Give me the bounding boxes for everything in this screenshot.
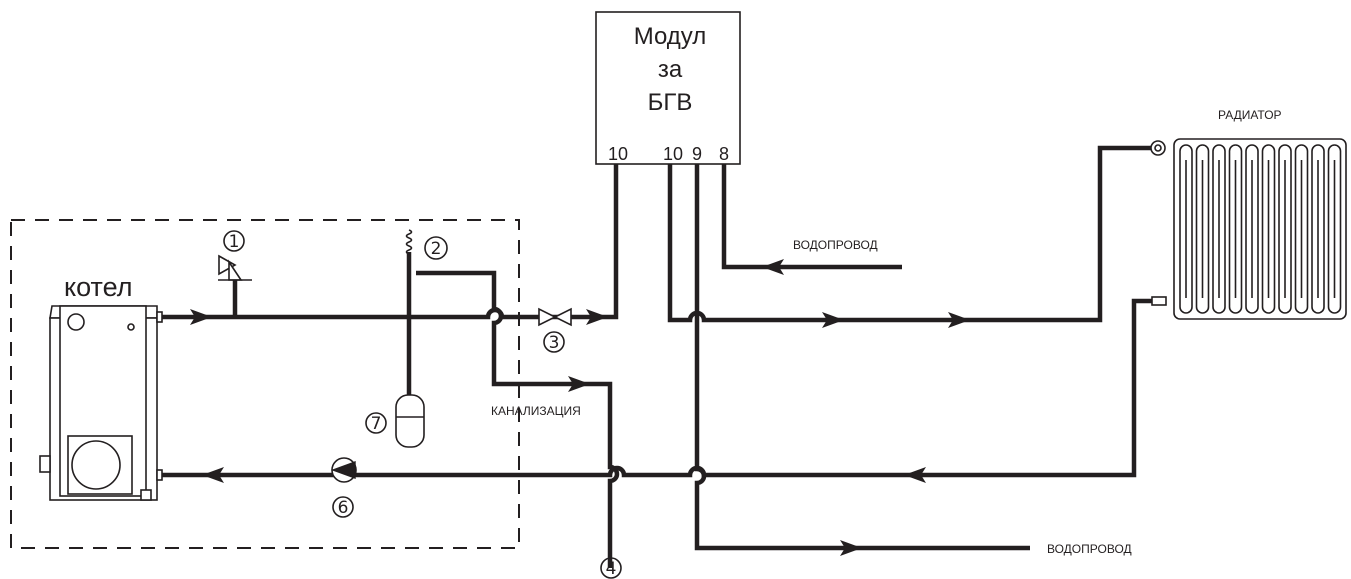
marker-2: 2	[424, 236, 448, 260]
arrow-supply-2	[586, 309, 608, 325]
radiator-label: РАДИАТОР	[1218, 108, 1282, 122]
expansion-vessel	[395, 394, 425, 448]
module-title-line2: за	[658, 56, 683, 83]
water-supply-label-bottom: ВОДОПРОВОД	[1047, 542, 1132, 556]
module-title-line1: Модул	[634, 23, 707, 50]
radiator	[1150, 138, 1347, 320]
radiator-fins	[1179, 144, 1342, 314]
cold-water-pipe	[721, 164, 902, 270]
svg-text:7: 7	[371, 414, 382, 434]
port-9: 9	[692, 144, 702, 164]
module-title-line3: БГВ	[648, 89, 693, 116]
marker-1: 1	[223, 230, 245, 252]
return-pipe	[160, 298, 1152, 478]
dhw-module: Модул за БГВ 10 10 9 8	[595, 11, 741, 165]
safety-valve	[218, 254, 252, 281]
sewage-pipe	[416, 270, 620, 568]
arrow-water-supply-top	[762, 259, 784, 275]
hot-water-pipe	[694, 164, 1030, 551]
boiler	[39, 305, 163, 501]
svg-text:4: 4	[606, 559, 617, 579]
marker-6: 6	[332, 496, 354, 518]
svg-text:3: 3	[549, 333, 560, 353]
svg-text:2: 2	[431, 239, 442, 259]
marker-4: 4	[600, 557, 622, 579]
water-supply-label-top: ВОДОПРОВОД	[793, 238, 878, 252]
arrow-hot-water	[840, 540, 862, 556]
sewage-label: КАНАЛИЗАЦИЯ	[491, 404, 581, 418]
arrow-return-1	[904, 467, 926, 483]
circulation-pump	[330, 457, 357, 483]
arrow-radiator-2	[948, 312, 970, 328]
arrow-sewage	[568, 376, 590, 392]
svg-text:1: 1	[229, 232, 240, 252]
port-10-right: 10	[663, 144, 683, 164]
arrow-supply-1	[190, 309, 212, 325]
svg-text:6: 6	[338, 498, 349, 518]
radiator-supply-pipe	[667, 145, 1152, 323]
boiler-label: котел	[64, 272, 132, 302]
marker-3: 3	[543, 331, 565, 353]
shutoff-valve	[538, 307, 572, 327]
arrow-return-2	[202, 467, 224, 483]
arrow-radiator-1	[822, 312, 844, 328]
air-vent-icon	[405, 229, 413, 255]
port-10-left: 10	[608, 144, 628, 164]
port-8: 8	[719, 144, 729, 164]
marker-7: 7	[365, 412, 387, 434]
